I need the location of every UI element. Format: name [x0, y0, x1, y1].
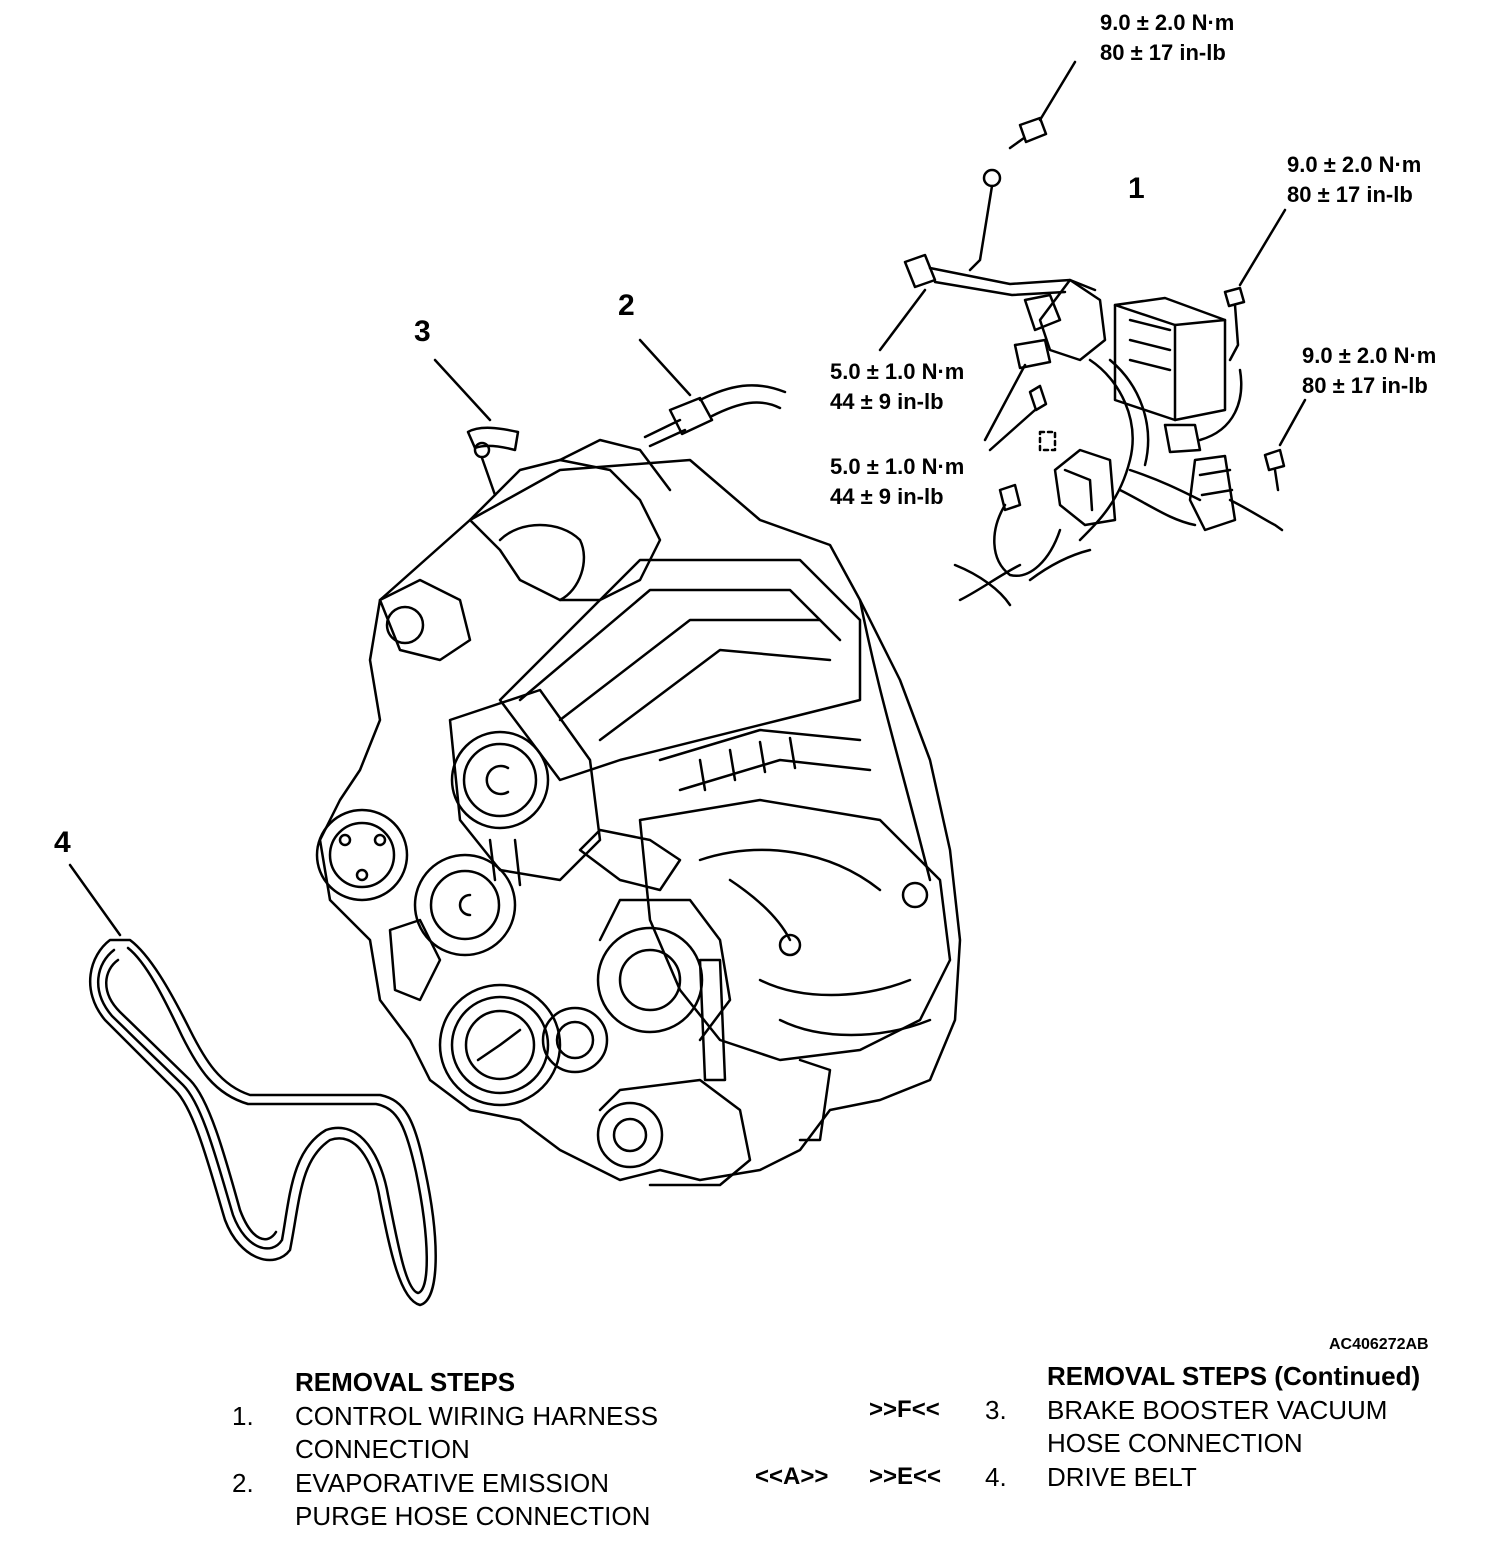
- removal-steps-heading: REMOVAL STEPS: [295, 1367, 516, 1397]
- step-text: BRAKE BOOSTER VACUUM: [1047, 1395, 1388, 1425]
- torque-inlb: 44 ± 9 in-lb: [830, 389, 944, 414]
- callout-3: 3: [414, 315, 431, 348]
- torque-nm: 5.0 ± 1.0 N·m: [830, 359, 965, 384]
- step-marker: <<A>>: [755, 1463, 829, 1490]
- step-number: 2.: [232, 1468, 254, 1498]
- step-number: 3.: [985, 1395, 1007, 1425]
- callout-1: 1: [1128, 172, 1145, 205]
- step-number: 1.: [232, 1401, 254, 1431]
- step-text: CONNECTION: [295, 1434, 470, 1464]
- step-marker: >>F<<: [869, 1396, 940, 1423]
- step-marker: >>E<<: [869, 1463, 942, 1490]
- callout-4: 4: [54, 826, 71, 859]
- torque-inlb: 80 ± 17 in-lb: [1287, 182, 1413, 207]
- drive-belt: [68, 863, 437, 1307]
- torque-nm: 9.0 ± 2.0 N·m: [1287, 152, 1422, 177]
- torque-label-center-lower: 5.0 ± 1.0 N·m 44 ± 9 in-lb: [830, 452, 964, 512]
- torque-inlb: 80 ± 17 in-lb: [1302, 373, 1428, 398]
- step-text: PURGE HOSE CONNECTION: [295, 1501, 651, 1531]
- torque-inlb: 44 ± 9 in-lb: [830, 484, 944, 509]
- removal-steps-continued-heading: REMOVAL STEPS (Continued): [1047, 1361, 1421, 1391]
- torque-nm: 5.0 ± 1.0 N·m: [830, 454, 965, 479]
- step-text: EVAPORATIVE EMISSION: [295, 1468, 609, 1498]
- torque-label-center-upper: 5.0 ± 1.0 N·m 44 ± 9 in-lb: [830, 357, 964, 417]
- callout-2: 2: [618, 289, 635, 322]
- torque-label-top: 9.0 ± 2.0 N·m 80 ± 17 in-lb: [1100, 8, 1234, 68]
- torque-nm: 9.0 ± 2.0 N·m: [1100, 10, 1235, 35]
- torque-inlb: 80 ± 17 in-lb: [1100, 40, 1226, 65]
- step-text: CONTROL WIRING HARNESS: [295, 1401, 659, 1431]
- control-wiring-harness: [878, 60, 1307, 607]
- step-text: DRIVE BELT: [1047, 1462, 1197, 1492]
- engine-block: [315, 438, 962, 1187]
- purge-hose: [638, 338, 787, 448]
- brake-booster-hose: [433, 358, 520, 497]
- torque-nm: 9.0 ± 2.0 N·m: [1302, 343, 1437, 368]
- figure-code: AC406272AB: [1329, 1336, 1429, 1353]
- step-text: HOSE CONNECTION: [1047, 1428, 1303, 1458]
- torque-label-right-lower: 9.0 ± 2.0 N·m 80 ± 17 in-lb: [1302, 341, 1436, 401]
- step-number: 4.: [985, 1462, 1007, 1492]
- torque-label-right-upper: 9.0 ± 2.0 N·m 80 ± 17 in-lb: [1287, 150, 1421, 210]
